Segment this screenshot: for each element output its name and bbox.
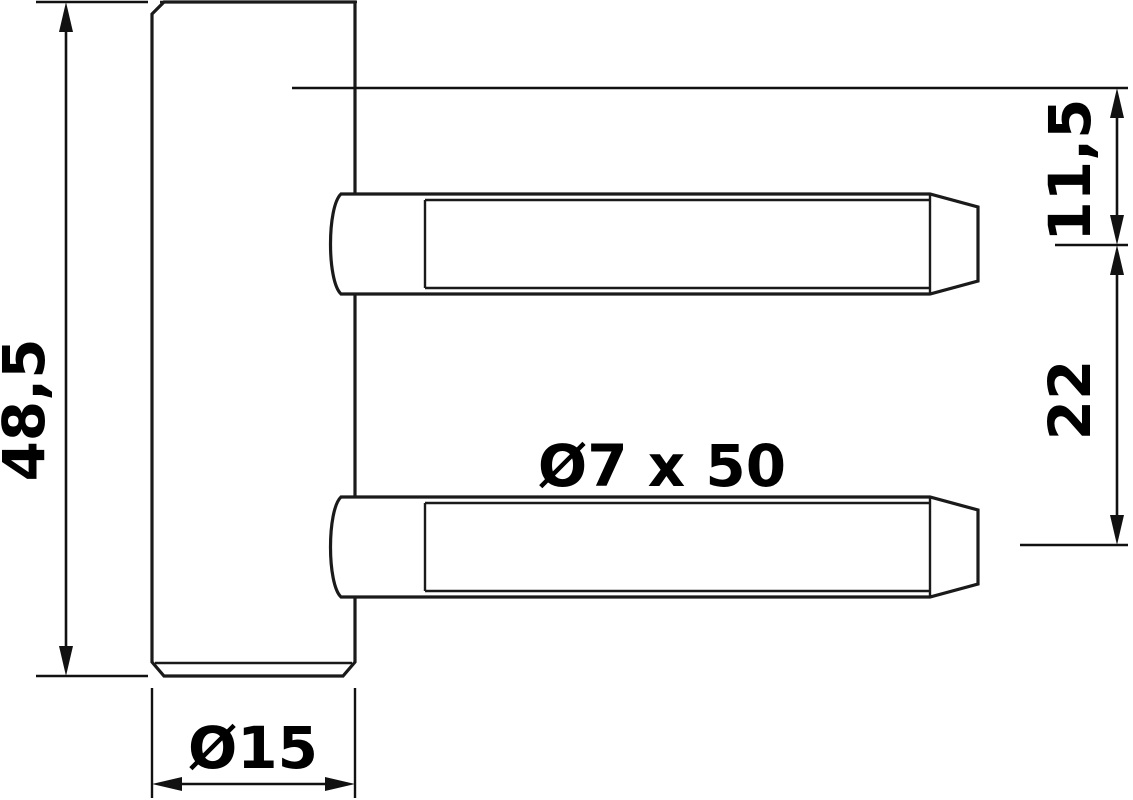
- upper-pin-outline: [328, 192, 980, 296]
- height-dim-label: 48,5: [0, 338, 58, 481]
- pin-spacing-arrow-top: [1110, 245, 1124, 275]
- pin-spacing-dim-label: 22: [1036, 360, 1104, 441]
- lower-pin-outline: [328, 495, 980, 599]
- upper-offset-arrow-bottom: [1110, 215, 1124, 245]
- pin-spec-label-group: Ø7 x 50: [538, 432, 786, 500]
- lower-dowel-pin: [328, 495, 980, 599]
- diameter-arrow-left: [152, 777, 182, 791]
- upper-offset-dim-label: 11,5: [1036, 98, 1104, 241]
- diameter-arrow-right: [325, 777, 355, 791]
- dimension-overall-height: 48,5: [0, 0, 148, 678]
- body-flange-outline: [150, 0, 357, 678]
- dimension-pin-spacing: 22: [1036, 245, 1124, 545]
- dimension-right-stack: 11,5 22: [1020, 88, 1128, 547]
- height-arrow-bottom: [59, 646, 73, 676]
- diameter-dim-label: Ø15: [188, 714, 318, 782]
- dimension-body-diameter: Ø15: [150, 688, 357, 798]
- upper-dowel-pin: [328, 192, 980, 296]
- body-flange: [150, 0, 357, 678]
- upper-offset-arrow-top: [1110, 88, 1124, 118]
- pin-spec-label: Ø7 x 50: [538, 432, 786, 500]
- dimension-upper-offset: 11,5: [1036, 88, 1124, 245]
- pin-spacing-arrow-bottom: [1110, 515, 1124, 545]
- height-arrow-top: [59, 2, 73, 32]
